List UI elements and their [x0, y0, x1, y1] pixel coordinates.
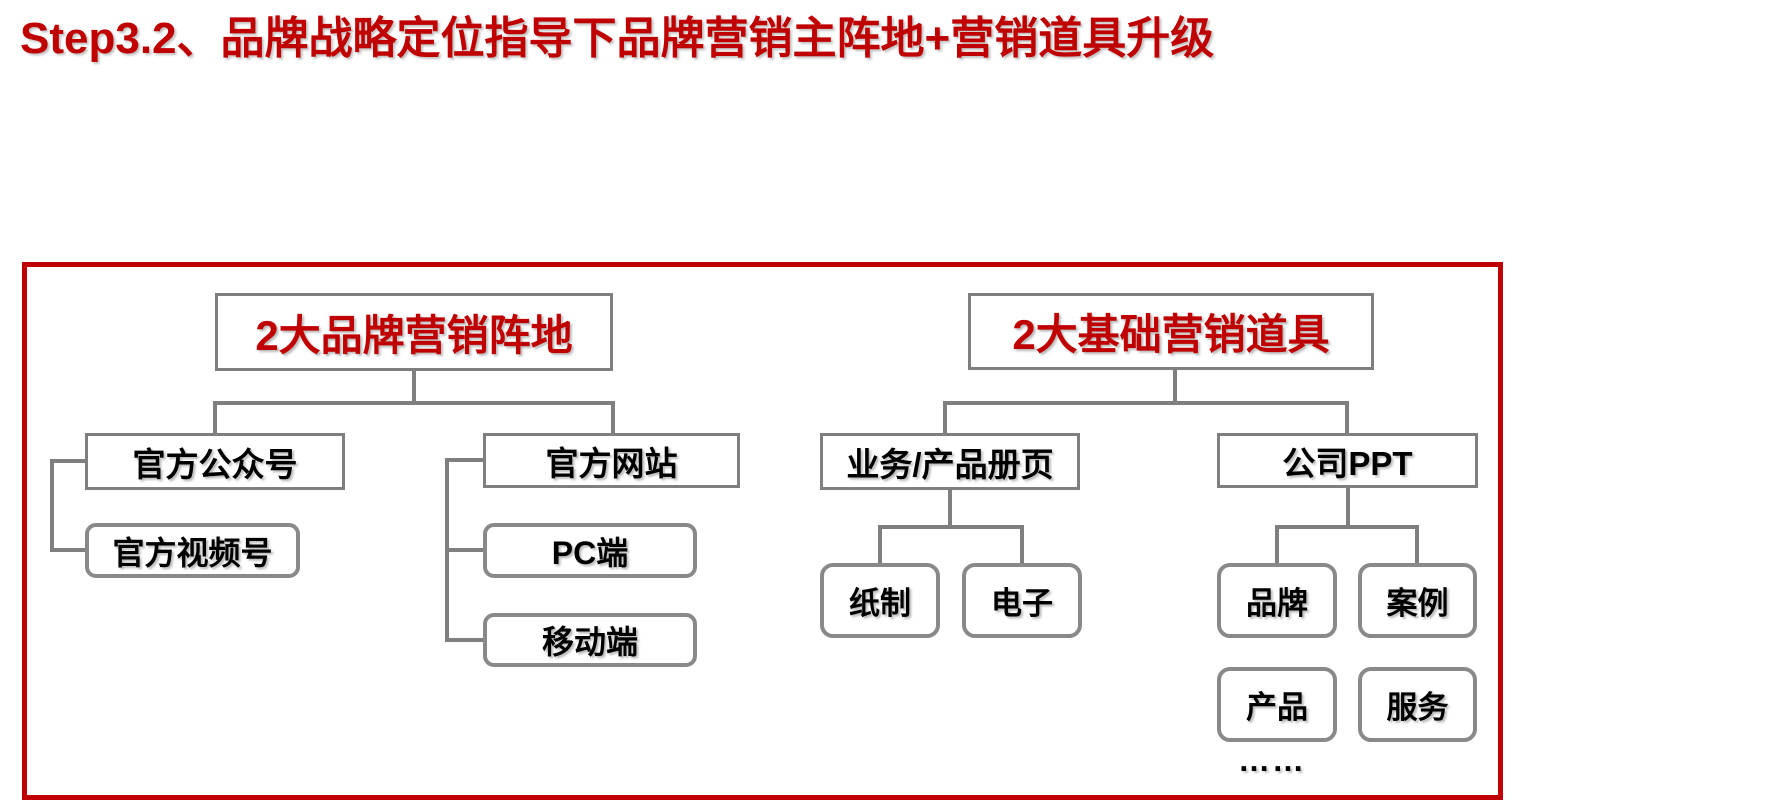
node-company-ppt: 公司PPT: [1217, 433, 1478, 488]
connector-left-root-crossbar: [213, 401, 615, 405]
connector-bracket1-vert: [50, 459, 54, 552]
connector-right-root-stem: [1173, 370, 1177, 405]
ellipsis-more-label: ……: [1238, 742, 1306, 778]
node-basic-marketing-tools: 2大基础营销道具: [968, 293, 1374, 370]
node-official-website: 官方网站: [483, 433, 740, 488]
node-official-wechat-account: 官方公众号: [85, 433, 345, 490]
node-digital-version: 电子: [962, 563, 1082, 638]
connector-booklet-drop-digital: [1020, 525, 1024, 563]
node-pc-site: PC端: [483, 523, 697, 578]
node-paper-version: 纸制: [820, 563, 940, 638]
connector-bracket1-top: [50, 459, 85, 463]
connector-booklet-crossbar: [878, 525, 1024, 529]
connector-booklet-stem: [948, 490, 952, 529]
node-ppt-service: 服务: [1358, 667, 1477, 742]
node-mobile-site: 移动端: [483, 613, 697, 667]
connector-right-drop-branch1: [943, 401, 947, 433]
node-business-product-booklet: 业务/产品册页: [820, 433, 1080, 490]
connector-bracket1-bottom: [50, 548, 85, 552]
connector-left-drop-branch2: [611, 401, 615, 433]
node-brand-marketing-bases: 2大品牌营销阵地: [215, 293, 613, 371]
node-ppt-brand: 品牌: [1217, 563, 1337, 638]
connector-bracket2-top: [445, 458, 483, 462]
connector-ppt-crossbar: [1275, 525, 1419, 529]
connector-ppt-stem: [1346, 488, 1350, 529]
connector-bracket2-mid: [445, 548, 483, 552]
page-title: Step3.2、品牌战略定位指导下品牌营销主阵地+营销道具升级: [20, 14, 1215, 63]
node-ppt-product: 产品: [1217, 667, 1337, 742]
diagram-frame: [22, 262, 1503, 800]
node-ppt-case: 案例: [1358, 563, 1477, 638]
connector-right-drop-branch2: [1345, 401, 1349, 433]
connector-booklet-drop-paper: [878, 525, 882, 563]
connector-ppt-drop-case: [1415, 525, 1419, 563]
connector-bracket2-bottom: [445, 638, 483, 642]
connector-left-drop-branch1: [213, 401, 217, 433]
connector-left-root-stem: [412, 371, 416, 405]
node-official-video-account: 官方视频号: [85, 523, 300, 578]
connector-ppt-drop-brand: [1275, 525, 1279, 563]
connector-right-root-crossbar: [943, 401, 1349, 405]
